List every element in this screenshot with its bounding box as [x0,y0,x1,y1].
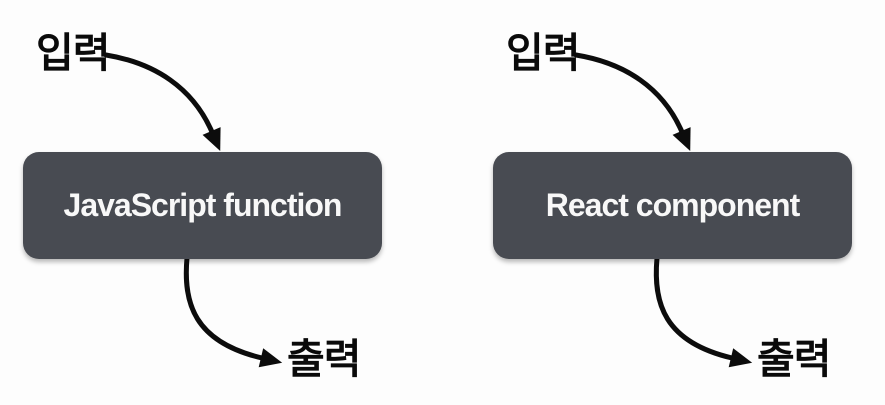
input-label: 입력 [36,30,110,76]
output-label: 출력 [287,336,361,382]
javascript-function-diagram: 입력 JavaScript function 출력 [0,0,415,405]
output-label: 출력 [757,336,831,382]
react-component-box: React component [493,152,852,259]
box-label: JavaScript function [63,187,343,223]
box-label: React component [545,187,800,223]
react-component-diagram: 입력 React component 출력 [470,0,885,405]
input-label: 입력 [506,30,580,76]
javascript-function-box: JavaScript function [23,152,382,259]
